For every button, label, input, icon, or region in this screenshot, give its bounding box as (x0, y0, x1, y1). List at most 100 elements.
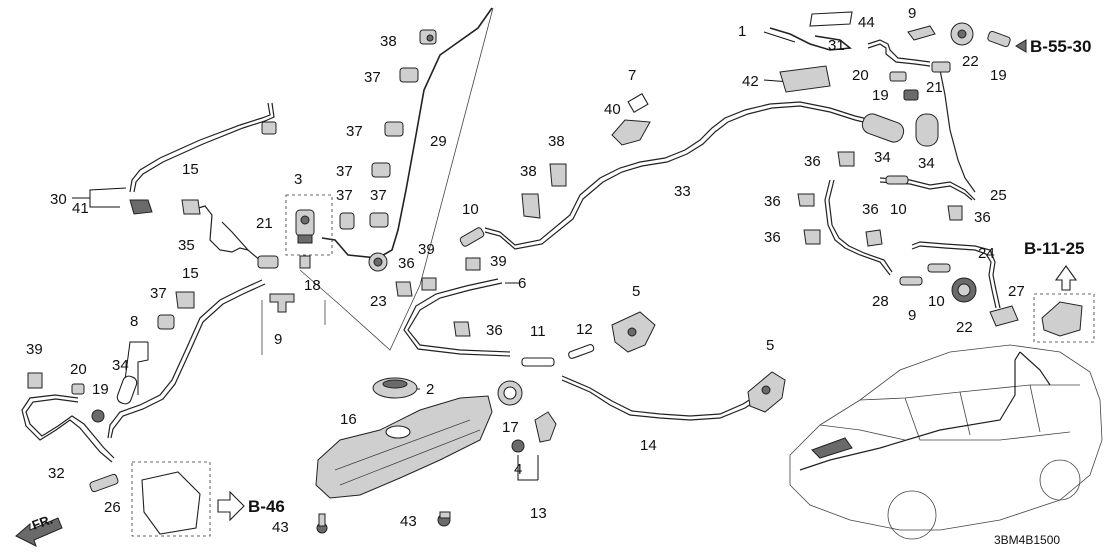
callout-5: 5 (766, 337, 774, 354)
callout-38: 38 (548, 133, 565, 150)
washer-reservoir-16 (315, 395, 493, 499)
hose-32 (21, 394, 113, 463)
nozzle-22-right (951, 277, 977, 303)
callout-36: 36 (764, 229, 781, 246)
connector-30 (261, 121, 277, 135)
callouts: 38 37 37 29 37 37 37 3 30 41 15 21 35 15… (26, 5, 1025, 536)
callout-42: 42 (742, 73, 759, 90)
diagram-code: 3BM4B1500 (994, 533, 1060, 547)
grommet-4 (511, 439, 525, 453)
bolt-43-b (437, 511, 451, 527)
hose-upper-right (939, 69, 976, 193)
arrow-b5530 (1015, 39, 1027, 53)
clip-36-g (947, 205, 963, 221)
ref-b5530[interactable]: B-55-30 (1030, 37, 1091, 56)
hose-8b (110, 283, 266, 439)
clip-37-a (399, 67, 419, 83)
leader-41 (89, 198, 120, 208)
callout-5: 5 (632, 283, 640, 300)
callout-37: 37 (370, 187, 387, 204)
callout-19: 19 (92, 381, 109, 398)
valve-19-mid (903, 89, 919, 101)
callout-39: 39 (26, 341, 43, 358)
callout-18: 18 (304, 277, 321, 294)
clip-38-top (419, 29, 437, 45)
callout-8: 8 (130, 313, 138, 330)
callout-7: 7 (628, 67, 636, 84)
callout-9: 9 (908, 307, 916, 324)
hose-8 (107, 279, 263, 439)
guide-line-top (299, 7, 494, 351)
leader-13 (517, 455, 539, 481)
callout-9: 9 (908, 5, 916, 22)
clip-37-b (384, 121, 404, 137)
callout-36: 36 (486, 322, 503, 339)
callout-34: 34 (918, 155, 935, 172)
clip-36-c (837, 151, 855, 167)
callout-3: 3 (294, 171, 302, 188)
hose-30 (129, 102, 271, 193)
hose-28b (828, 179, 893, 273)
clip-37-c (371, 162, 391, 178)
hose-28 (824, 179, 891, 276)
joint-9-right (899, 276, 923, 286)
callout-20: 20 (852, 67, 869, 84)
joint-21-left (257, 255, 279, 269)
callout-37: 37 (346, 123, 363, 140)
cover-b46 (131, 461, 211, 537)
callout-25: 25 (990, 187, 1007, 204)
callout-14: 14 (640, 437, 657, 454)
callout-37: 37 (336, 187, 353, 204)
clip-36-b (453, 321, 471, 337)
hose-24 (911, 241, 1001, 309)
leader-1 (763, 31, 796, 43)
clip-39-b (465, 257, 481, 271)
clip-38-mid-b (521, 193, 541, 219)
label-44 (809, 11, 853, 27)
ref-b46[interactable]: B-46 (248, 497, 285, 516)
hose-33 (484, 101, 881, 246)
clip-41 (129, 199, 153, 215)
hose-29 (321, 7, 493, 259)
cover-42 (779, 65, 831, 93)
parts (15, 11, 1103, 547)
callout-6: 6 (518, 275, 526, 292)
clip-39-a (421, 277, 437, 291)
callout-9: 9 (274, 331, 282, 348)
tee-9-top (907, 25, 936, 41)
callout-20: 20 (70, 361, 87, 378)
nozzle-5-b (747, 371, 786, 413)
callout-43: 43 (400, 513, 417, 530)
callout-36: 36 (974, 209, 991, 226)
callout-38: 38 (380, 33, 397, 50)
callout-21: 21 (256, 215, 273, 232)
clip-36-f (865, 229, 883, 247)
clip-36-a (395, 281, 413, 297)
wire-1 (769, 27, 853, 51)
callout-36: 36 (398, 255, 415, 272)
joint-20-top (889, 71, 907, 82)
cap-2 (372, 377, 418, 399)
callout-37: 37 (364, 69, 381, 86)
grommet-18 (299, 255, 311, 269)
callout-33: 33 (674, 183, 691, 200)
callout-24: 24 (978, 245, 995, 262)
ref-b1125[interactable]: B-11-25 (1024, 239, 1084, 258)
hose-31b (867, 43, 931, 67)
seal-17 (497, 380, 523, 406)
callout-30: 30 (50, 191, 67, 208)
direction-label: FR. (30, 512, 55, 533)
hose-35b (221, 221, 249, 251)
joint-21-top (931, 61, 951, 73)
hose-25b (879, 181, 973, 201)
grommet-23 (368, 252, 388, 272)
joint-27 (989, 305, 1019, 327)
callout-31: 31 (828, 37, 845, 54)
joint-11 (521, 357, 555, 367)
callout-41: 41 (72, 200, 89, 217)
hose-piece-34-a (861, 113, 905, 143)
hose-14b (561, 375, 763, 417)
reference-labels: B-55-30 B-11-25 B-46 FR. 3BM4B1500 (30, 37, 1092, 547)
callout-34: 34 (874, 149, 891, 166)
